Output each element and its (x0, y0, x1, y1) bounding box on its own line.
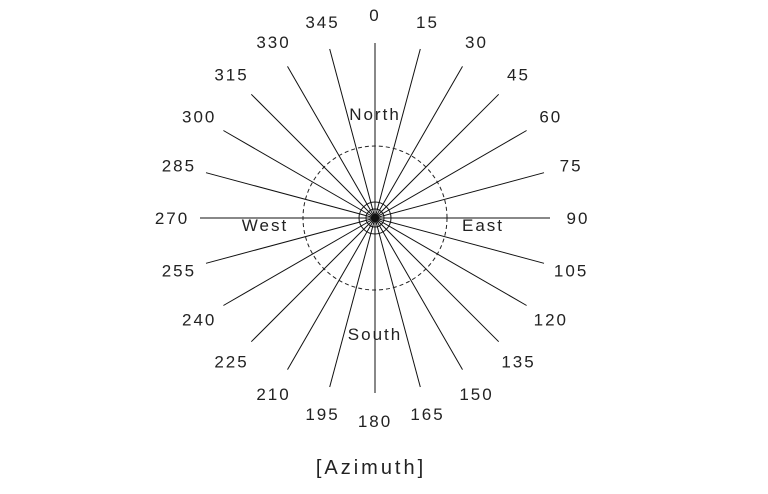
center-marker (358, 201, 392, 235)
azimuth-ray-330 (287, 66, 376, 219)
azimuth-ray-225 (250, 217, 376, 343)
azimuth-tick-label-120: 120 (534, 311, 568, 330)
azimuth-ray-30 (374, 66, 463, 219)
azimuth-tick-label-165: 165 (410, 405, 444, 424)
azimuth-tick-label-285: 285 (162, 157, 196, 176)
azimuth-tick-label-180: 180 (358, 412, 392, 431)
azimuth-tick-label-300: 300 (182, 108, 216, 127)
azimuth-tick-label-315: 315 (214, 66, 248, 85)
azimuth-tick-label-135: 135 (501, 353, 535, 372)
azimuth-tick-label-75: 75 (560, 157, 583, 176)
azimuth-ray-240 (223, 217, 376, 306)
azimuth-tick-label-330: 330 (256, 33, 290, 52)
azimuth-tick-label-150: 150 (459, 385, 493, 404)
azimuth-tick-label-15: 15 (416, 13, 439, 32)
azimuth-ray-255 (205, 217, 376, 264)
azimuth-ray-345 (329, 48, 376, 219)
azimuth-ray-285 (205, 172, 376, 219)
azimuth-tick-label-30: 30 (465, 33, 488, 52)
azimuth-ray-150 (374, 217, 463, 370)
azimuth-tick-label-225: 225 (214, 353, 248, 372)
azimuth-ray-300 (223, 130, 376, 219)
azimuth-ray-210 (287, 217, 376, 370)
azimuth-tick-label-45: 45 (507, 66, 530, 85)
azimuth-ray-60 (374, 130, 527, 219)
center-ring-inner (365, 208, 385, 228)
azimuth-tick-label-270: 270 (155, 209, 189, 228)
azimuth-tick-labels: 0 15 30 45 60 75 90 105 120 135 150 165 180 195 210 225… (155, 6, 590, 431)
azimuth-ray-15 (374, 48, 421, 219)
azimuth-tick-label-195: 195 (305, 405, 339, 424)
azimuth-tick-label-255: 255 (162, 262, 196, 281)
west-label: West (242, 216, 288, 235)
azimuth-ray-75 (374, 172, 545, 219)
azimuth-tick-label-345: 345 (305, 13, 339, 32)
azimuth-caption: [Azimuth] (316, 457, 426, 479)
north-label: North (349, 105, 401, 124)
azimuth-ray-135 (374, 217, 500, 343)
azimuth-ray-105 (374, 217, 545, 264)
azimuth-tick-label-210: 210 (256, 385, 290, 404)
center-ring-outer (358, 201, 392, 235)
azimuth-ray-45 (374, 93, 500, 219)
azimuth-tick-label-0: 0 (369, 6, 380, 25)
azimuth-ray-120 (374, 217, 527, 306)
azimuth-ray-165 (374, 217, 421, 388)
south-label: South (348, 325, 402, 344)
east-label: East (462, 216, 504, 235)
azimuth-ray-315 (250, 93, 376, 219)
azimuth-rays (200, 43, 550, 393)
azimuth-tick-label-90: 90 (567, 209, 590, 228)
center-dot (371, 214, 379, 222)
azimuth-tick-label-240: 240 (182, 311, 216, 330)
azimuth-tick-label-105: 105 (554, 262, 588, 281)
reference-ring (302, 145, 448, 291)
azimuth-tick-label-60: 60 (539, 108, 562, 127)
azimuth-ray-195 (329, 217, 376, 388)
